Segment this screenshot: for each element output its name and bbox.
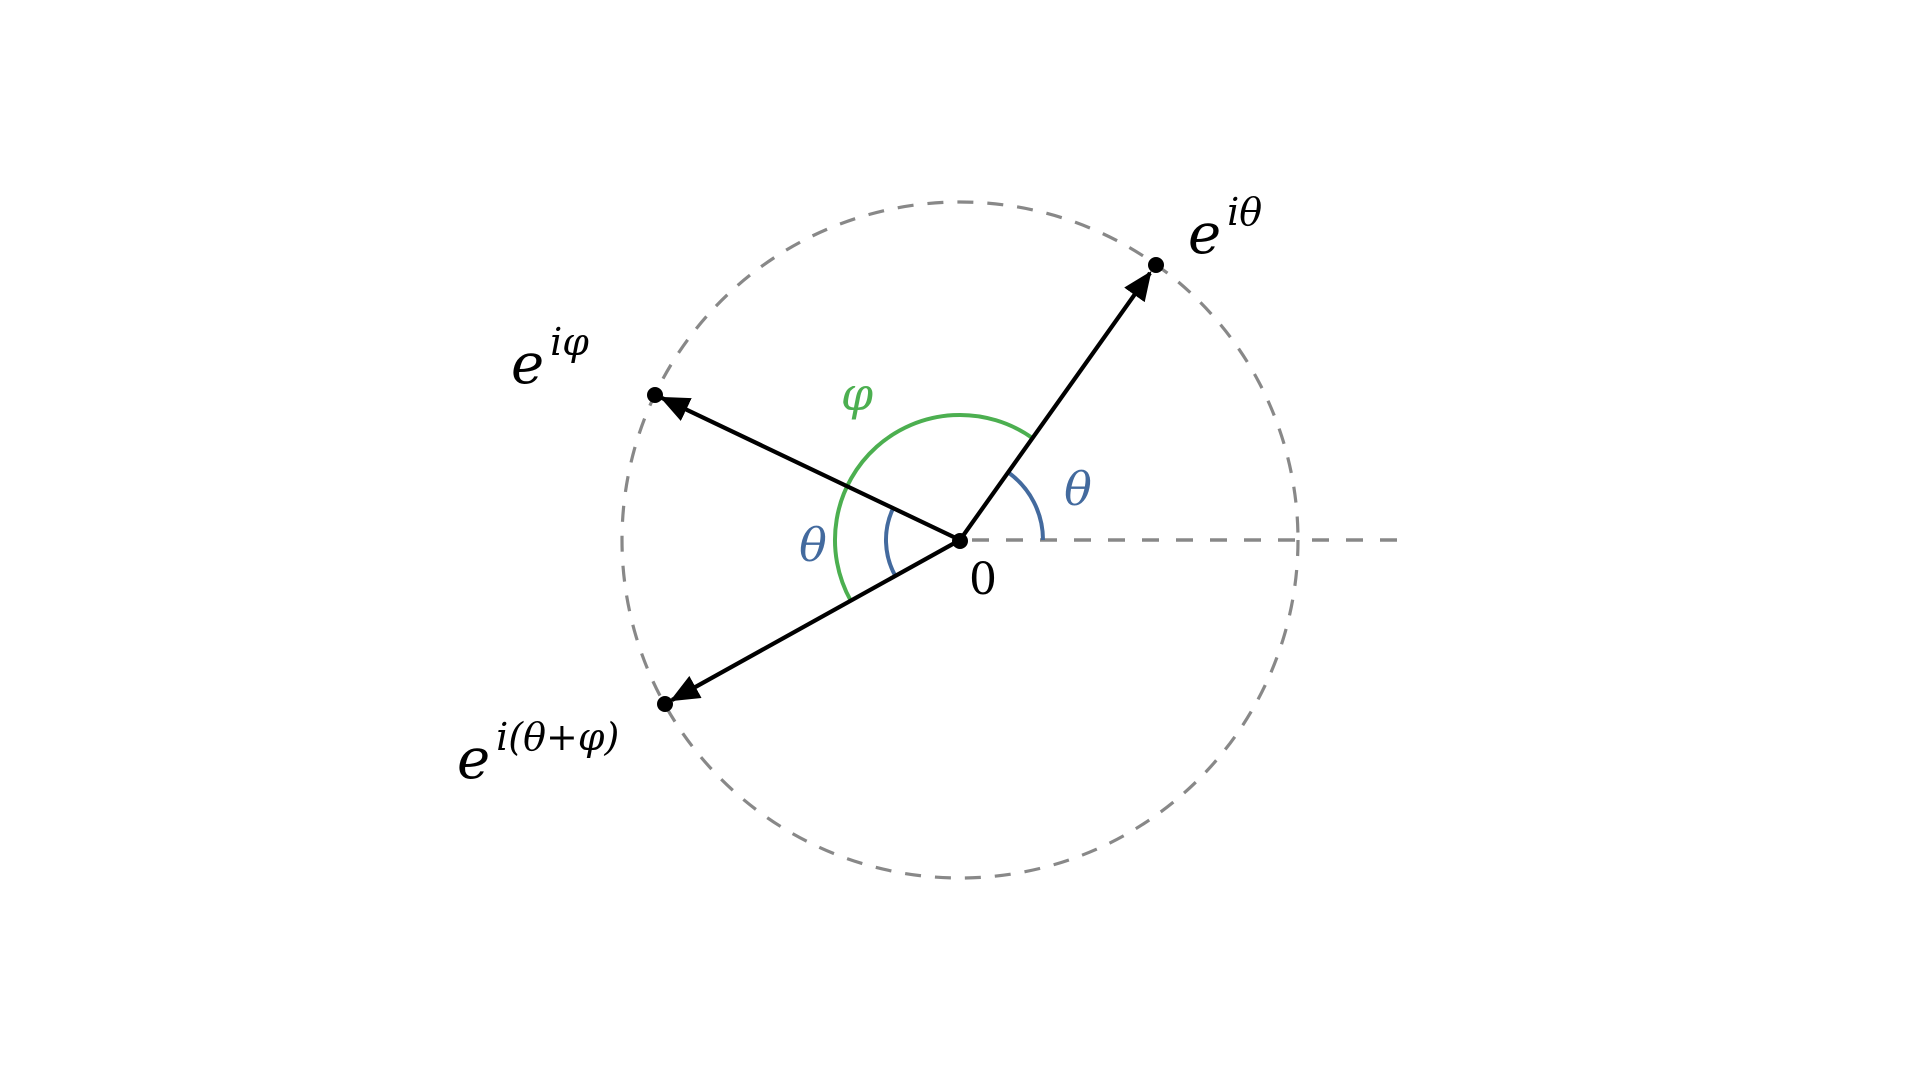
point-e-itheta (1148, 257, 1164, 273)
phi-angle-arc (832, 413, 1034, 602)
label-e-iphi-exp: iφ (550, 320, 589, 364)
label-e-iphi-base: e (511, 332, 544, 397)
label-e-itheta-plus-phi: e i(θ+φ) (457, 715, 619, 792)
vector-e-itheta (958, 270, 1152, 542)
point-origin (952, 533, 968, 549)
label-origin: 0 (969, 554, 997, 605)
vector-e-iphi (659, 396, 961, 542)
label-e-itheta: e iθ (1188, 190, 1262, 267)
label-e-itheta-plus-phi-exp: i(θ+φ) (496, 715, 619, 759)
point-e-iphi (647, 387, 663, 403)
label-phi: φ (841, 367, 874, 421)
label-e-itheta-plus-phi-base: e (457, 727, 490, 792)
theta-angle-arc-right (1007, 470, 1045, 541)
theta-angle-arc-left (884, 507, 898, 577)
label-e-iphi: e iφ (511, 320, 589, 397)
label-e-itheta-exp: iθ (1227, 190, 1262, 234)
label-e-itheta-base: e (1188, 202, 1221, 267)
label-theta-left: θ (799, 518, 827, 572)
label-theta-right: θ (1064, 462, 1092, 516)
point-e-itheta-plus-phi (657, 696, 673, 712)
vector-e-itheta-plus-phi (669, 538, 962, 702)
unit-circle (620, 200, 1300, 880)
